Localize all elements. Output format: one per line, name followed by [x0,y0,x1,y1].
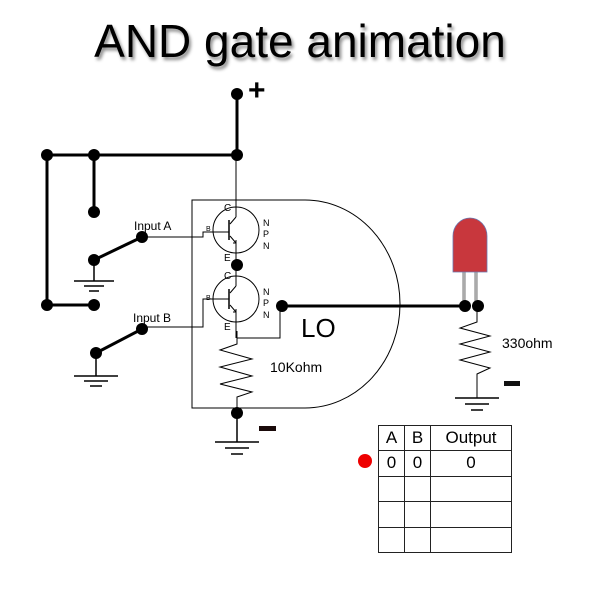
led [452,217,488,306]
collector-label: C [224,271,231,282]
junction-node [231,149,243,161]
resistor-10k [218,338,254,412]
table-row [378,501,512,528]
led-cathode-node [472,300,484,312]
header-a: A [378,425,405,451]
negative-symbol [259,426,276,431]
page-title: AND gate animation [94,15,506,67]
header-b: B [404,425,431,451]
input-b-wire [142,298,215,328]
switch-b-lever[interactable] [95,327,143,355]
ground-icon [74,280,114,292]
cell-output [430,475,512,502]
resistor-330-label: 330ohm [502,335,553,351]
table-row [378,526,512,553]
switch-a-lever[interactable] [93,235,143,262]
switch-a-high-contact [88,206,100,218]
switch-b-high-contact [88,299,100,311]
truth-table-header: A B Output [378,425,512,451]
cell-output [430,526,512,553]
collector-label: C [224,203,231,214]
npn-letter: N [263,241,270,251]
resistor-330 [458,306,492,398]
junction-node [41,299,53,311]
output-state-label: LO [301,313,336,343]
cell-b: 0 [404,450,431,477]
transistor-1: C B E N P N [206,155,270,265]
cell-output: 0 [430,450,512,477]
base-label: B [206,226,211,233]
header-output: Output [430,425,512,451]
negative-symbol [504,381,520,386]
ground-icon [215,441,259,455]
cell-b [404,501,431,528]
switch-b-pivot[interactable] [136,323,148,335]
led-anode-node [459,300,471,312]
active-row-indicator [358,454,372,468]
junction-node [231,259,243,271]
npn-letter: N [263,218,270,228]
npn-letter: P [263,229,269,239]
cell-b [404,526,431,553]
npn-letter: N [263,310,270,320]
truth-table: A B Output 0 0 0 [378,425,512,553]
input-a-label: Input A [134,219,171,233]
cell-a [378,526,405,553]
emitter-label: E [224,322,231,333]
npn-letter: P [263,298,269,308]
ground-icon [455,397,499,411]
base-label: B [206,295,211,302]
cell-a [378,501,405,528]
positive-symbol: + [248,74,266,107]
ground-icon [74,375,118,387]
table-row: 0 0 0 [378,450,512,477]
transistor-2: C B E N P N [206,265,270,338]
emitter-label: E [224,253,231,264]
cell-a [378,475,405,502]
table-row [378,475,512,502]
cell-b [404,475,431,502]
cell-a: 0 [378,450,405,477]
input-b-label: Input B [133,311,171,325]
and-gate-outline [191,199,401,409]
cell-output [430,501,512,528]
resistor-10k-label: 10Kohm [270,359,322,375]
emitter-output-wire [236,306,281,339]
npn-letter: N [263,287,270,297]
input-a-wire [142,231,215,238]
